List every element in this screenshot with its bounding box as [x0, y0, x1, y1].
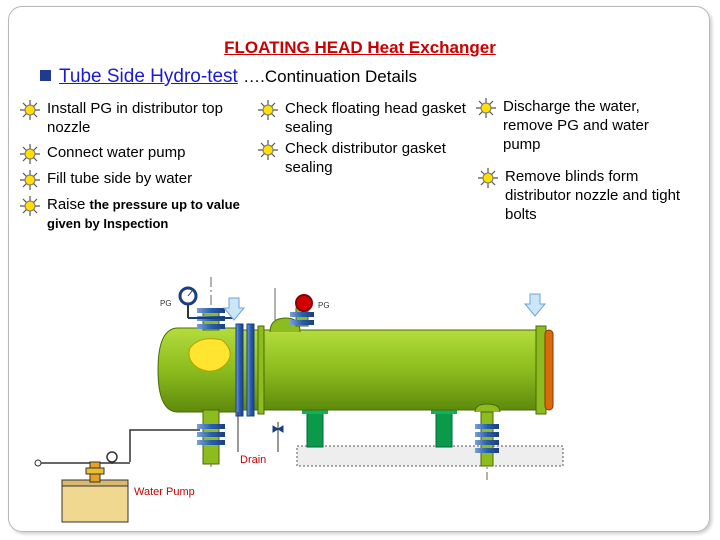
pump-piping: [34, 429, 200, 467]
water-level-blob: [188, 338, 231, 372]
pump-gauge-icon: [106, 451, 118, 464]
sun-bullet-icon: [258, 100, 278, 120]
water-pump-label: Water Pump: [134, 486, 195, 498]
pg-right-label: PG: [318, 301, 330, 310]
step-install-pg-text: Install PG in distributor top nozzle: [47, 100, 223, 136]
shell-supports: [302, 408, 457, 448]
floating-head-cover: [544, 329, 554, 411]
step-raise-rest: the pressure up to value given by Inspec…: [47, 197, 240, 231]
down-arrow-icon: [523, 293, 547, 317]
step-connect-pump: Connect water pump: [20, 143, 247, 164]
shell-top-nozzle: [269, 307, 314, 333]
water-pump-icon: [61, 461, 129, 523]
step-remove-blinds-text: Remove blinds form distributor nozzle an…: [505, 168, 681, 223]
slide-title: FLOATING HEAD Heat Exchanger: [224, 38, 496, 57]
channel-flanges: [235, 323, 265, 417]
step-discharge-text: Discharge the water, remove PG and water…: [503, 98, 649, 153]
pressure-gauge-right-icon: [295, 294, 313, 312]
sun-bullet-icon: [476, 98, 496, 118]
sun-bullet-icon: [20, 196, 40, 216]
step-fill-tube: Fill tube side by water: [20, 169, 247, 190]
sun-bullet-icon: [20, 100, 40, 120]
step-install-pg: Install PG in distributor top nozzle: [20, 99, 247, 137]
distributor-top-nozzle: [188, 308, 234, 331]
step-check-floating: Check floating head gasket sealing: [258, 99, 475, 137]
step-discharge: Discharge the water, remove PG and water…: [476, 97, 688, 154]
step-check-distributor-text: Check distributor gasket sealing: [285, 140, 446, 176]
distributor-bottom-nozzle: [197, 409, 225, 465]
subtitle-continuation: ….Continuation Details: [243, 67, 417, 86]
step-raise-pressure: Raise the pressure up to value given by …: [20, 195, 257, 233]
step-fill-tube-text: Fill tube side by water: [47, 170, 193, 187]
step-check-distributor: Check distributor gasket sealing: [258, 139, 485, 177]
sun-bullet-icon: [20, 144, 40, 164]
drain-line: [237, 412, 284, 452]
slide-frame: [8, 6, 710, 532]
distributor-head: [157, 327, 239, 413]
step-check-floating-text: Check floating head gasket sealing: [285, 100, 466, 136]
pg-left-label: PG: [160, 299, 172, 308]
step-remove-blinds: Remove blinds form distributor nozzle an…: [478, 167, 690, 224]
checkbox-bullet-icon: [40, 70, 51, 81]
sun-bullet-icon: [20, 170, 40, 190]
step-raise-prefix: Raise: [47, 196, 90, 213]
subtitle-main: Tube Side Hydro-test: [59, 66, 238, 87]
shell-body: [239, 329, 541, 411]
sun-bullet-icon: [478, 168, 498, 188]
down-arrow-icon: [222, 297, 246, 321]
step-connect-pump-text: Connect water pump: [47, 144, 186, 161]
slide-subtitle: Tube Side Hydro-test ….Continuation Deta…: [40, 66, 417, 88]
shell-bottom-nozzle: [474, 403, 501, 467]
drain-label: Drain: [240, 454, 267, 466]
foundation: [296, 445, 564, 467]
sun-bullet-icon: [258, 140, 278, 160]
pressure-gauge-left-icon: [178, 286, 198, 318]
